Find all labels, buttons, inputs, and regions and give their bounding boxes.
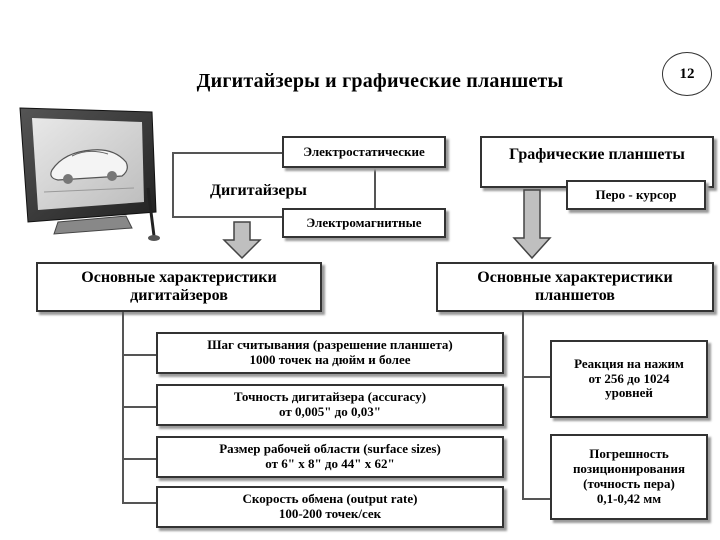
characteristic-value: 100-200 точек/сек (278, 506, 382, 521)
characteristic-name: Шаг считывания (разрешение планшета) (207, 337, 453, 353)
characteristic-text: Погрешность (589, 446, 669, 462)
tablet-characteristic: Реакция на нажим от 256 до 1024 уровней (550, 340, 708, 418)
connector-line (122, 458, 156, 460)
digitizers-label: Дигитайзеры (210, 182, 307, 199)
characteristic-value: от 6" х 8" до 44" х 62" (265, 456, 395, 471)
characteristic-name: Точность дигитайзера (accuracy) (233, 389, 427, 405)
characteristic-text: позиционирования (572, 461, 686, 477)
pen-cursor-box: Перо - курсор (566, 180, 706, 210)
page-number: 12 (662, 52, 712, 96)
characteristic-name: Скорость обмена (output rate) (242, 491, 418, 507)
connector-line (522, 498, 550, 500)
tablet-monitor-icon (19, 107, 160, 241)
down-arrow-icon (512, 189, 552, 260)
characteristic-name: Размер рабочей области (surface sizes) (219, 441, 441, 457)
connector-line (122, 502, 156, 504)
digitizer-characteristic: Скорость обмена (output rate) 100-200 то… (156, 486, 504, 528)
connector-line (522, 312, 524, 500)
characteristic-value: 1000 точек на дюйм и более (249, 352, 411, 367)
digitizer-characteristic: Размер рабочей области (surface sizes) о… (156, 436, 504, 478)
characteristic-text: Реакция на нажим (574, 355, 684, 371)
characteristic-text: (точность пера) (583, 476, 675, 491)
digitizer-type-electrostatic: Электростатические (282, 136, 446, 168)
digitizer-type-electromagnetic: Электромагнитные (282, 208, 446, 238)
digitizer-characteristic: Шаг считывания (разрешение планшета) 100… (156, 332, 504, 374)
slide-title: Дигитайзеры и графические планшеты (196, 70, 564, 92)
characteristic-text: от 256 до 1024 (588, 370, 670, 386)
connector-line (172, 152, 174, 218)
connector-line (172, 152, 282, 154)
digitizers-characteristics-header: Основные характеристики дигитайзеров (36, 262, 322, 312)
down-arrow-icon (222, 221, 262, 260)
connector-line (374, 168, 376, 208)
characteristic-text: уровней (605, 385, 653, 401)
characteristic-value: от 0,005" до 0,03" (279, 404, 381, 419)
tablets-characteristics-header: Основные характеристики планшетов (436, 262, 714, 312)
connector-line (122, 406, 156, 408)
tablets-label: Графические планшеты (480, 136, 714, 188)
connector-line (172, 216, 282, 218)
characteristic-text: 0,1-0,42 мм (596, 490, 662, 506)
digitizer-characteristic: Точность дигитайзера (accuracy) от 0,005… (156, 384, 504, 426)
connector-line (122, 354, 156, 356)
tablet-characteristic: Погрешность позиционирования (точность п… (550, 434, 708, 520)
connector-line (522, 376, 550, 378)
